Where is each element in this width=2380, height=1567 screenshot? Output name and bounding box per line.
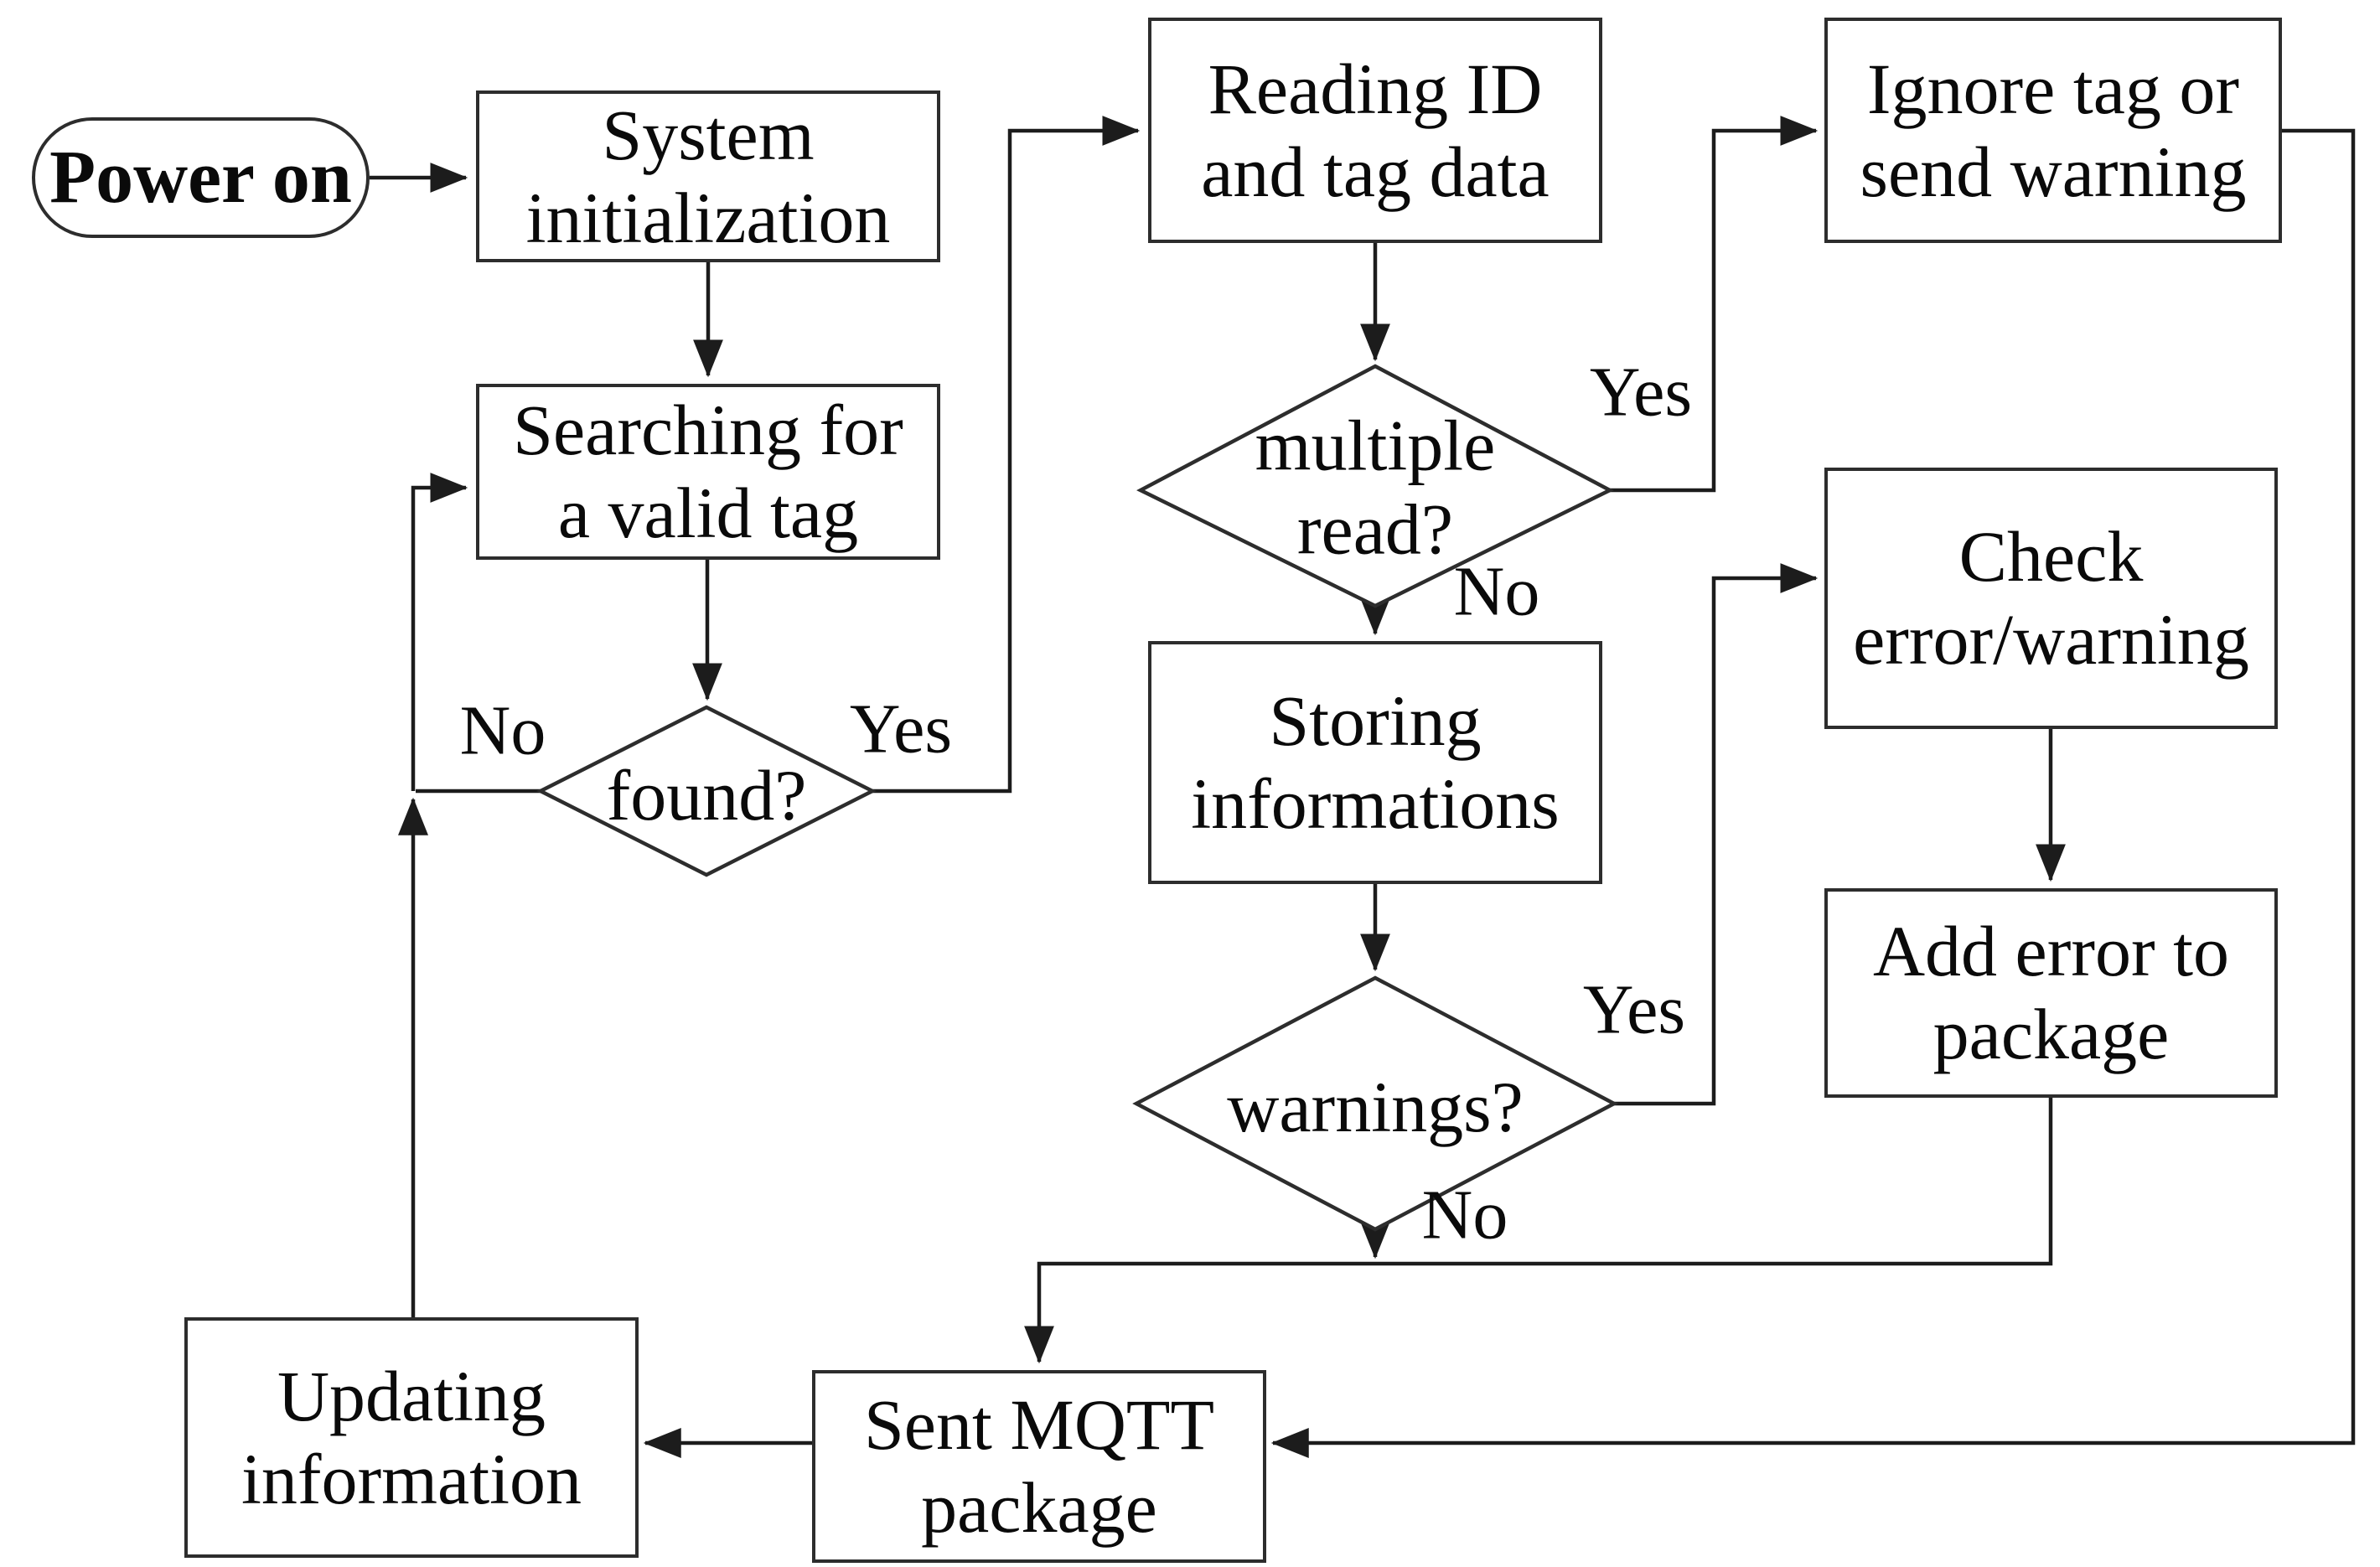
decision-multiple-diamond: [1136, 364, 1614, 608]
node-system-initialization: System initialization: [476, 91, 940, 262]
label-warnings-yes: Yes: [1582, 970, 1686, 1049]
edge-multiple-yes-to-ignore: [1610, 116, 1819, 493]
label-found-no: No: [459, 691, 546, 770]
node-searching-valid-tag: Searching for a valid tag: [476, 384, 940, 560]
edge-ignore-to-mqtt: [1270, 128, 2356, 1458]
decision-warnings-diamond: [1132, 975, 1618, 1232]
node-ignore-tag-send-warning: Ignore tag or send warning: [1824, 18, 2282, 243]
node-reading-id-tag-data: Reading ID and tag data: [1148, 18, 1602, 243]
decision-found-diamond: [536, 705, 877, 877]
decision-found-label: found?: [606, 755, 807, 836]
decision-multiple-read-label: multiple read?: [1255, 405, 1496, 569]
label-multiple-yes: Yes: [1589, 353, 1693, 432]
node-check-error-warning: Check error/warning: [1824, 468, 2278, 729]
edge-loop-to-searching: [411, 473, 468, 791]
edge-adderror-to-mqtt: [1024, 1098, 2053, 1364]
node-sent-mqtt-package: Sent MQTT package: [812, 1370, 1266, 1563]
node-updating-information: Updating information: [184, 1317, 639, 1558]
node-storing-informations: Storing informations: [1148, 641, 1602, 884]
decision-warnings-label: warnings?: [1227, 1067, 1524, 1148]
node-add-error-to-package: Add error to package: [1824, 888, 2278, 1098]
label-multiple-no: No: [1453, 552, 1540, 631]
label-warnings-no: No: [1421, 1176, 1508, 1254]
edge-warnings-yes-to-check: [1614, 563, 1819, 1106]
node-power-on: Power on: [32, 117, 370, 238]
label-found-yes: Yes: [849, 690, 953, 768]
edge-found-yes-to-reading: [872, 116, 1141, 794]
